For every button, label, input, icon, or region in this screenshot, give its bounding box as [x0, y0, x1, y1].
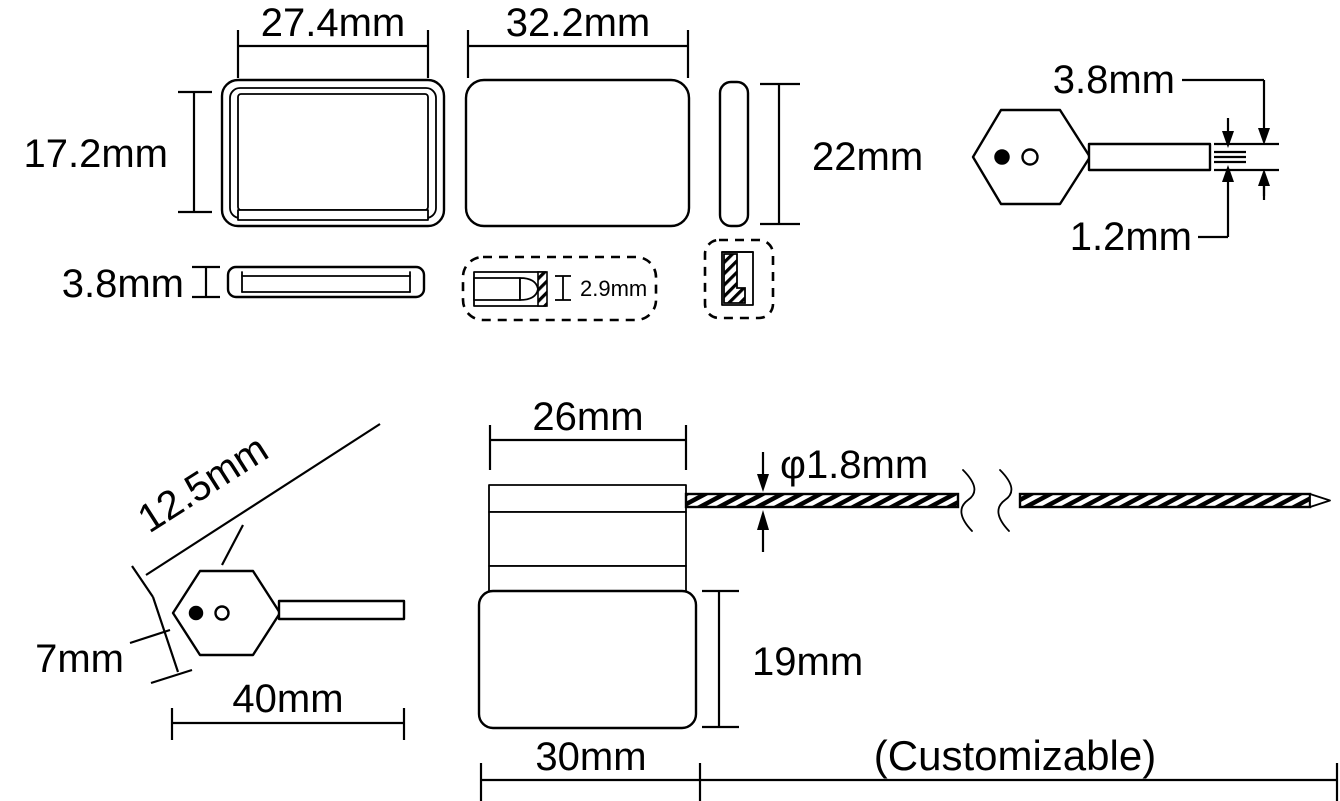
- detail-a-ibar: [555, 275, 571, 301]
- dim-card-back-width: [466, 30, 690, 78]
- key-tag-top-filled-hole: [994, 149, 1010, 165]
- view-card-side-profile: [226, 265, 426, 299]
- label-card-front-height: 17.2mm: [24, 132, 169, 176]
- view-key-tag-bottom: [171, 569, 406, 657]
- dim-key-tag-diagonal: [131, 423, 381, 598]
- dim-body-width-and-cable: [479, 763, 1339, 801]
- key-tag-bottom-filled-hole: [188, 605, 204, 621]
- label-body-height: 19mm: [752, 640, 863, 684]
- dim-strap-width: [1182, 78, 1279, 200]
- label-customizable: (Customizable): [874, 732, 1156, 779]
- cable-segment-right: [1018, 492, 1312, 509]
- view-bottle-seal: [477, 484, 698, 730]
- dim-strap-thickness: [1198, 118, 1246, 239]
- view-key-tag-top: [971, 108, 1212, 206]
- dim-cap-width: [488, 425, 688, 470]
- cable-break-symbol-left: [960, 469, 976, 532]
- dim-key-tag-length: [170, 708, 406, 740]
- dim-cable-diameter: [757, 452, 769, 552]
- cable-segment-left: [684, 492, 960, 509]
- dim-card-thickness: [192, 265, 220, 299]
- dim-body-height: [702, 589, 739, 729]
- label-key-tag-diagonal: 12.5mm: [130, 427, 276, 542]
- key-tag-bottom-open-hole: [214, 605, 230, 621]
- dim-card-front-height: [178, 90, 212, 214]
- label-cable-diameter: φ1.8mm: [780, 443, 928, 487]
- dim-key-tag-edge: [129, 596, 193, 685]
- view-card-back: [464, 78, 691, 228]
- label-strap-thickness: 1.2mm: [1070, 215, 1192, 259]
- label-key-tag-edge: 7mm: [35, 637, 124, 681]
- label-card-back-width: 32.2mm: [506, 1, 651, 45]
- view-card-edge: [718, 80, 750, 228]
- label-card-edge-height: 22mm: [812, 135, 923, 179]
- label-card-front-width: 27.4mm: [261, 1, 406, 45]
- key-tag-top-open-hole: [1021, 148, 1039, 166]
- cable-break-symbol-right: [997, 469, 1013, 532]
- label-card-thickness: 3.8mm: [62, 262, 184, 306]
- dim-card-edge-height: [760, 82, 800, 226]
- label-key-tag-length: 40mm: [232, 677, 343, 721]
- detail-callout-b: [703, 238, 775, 320]
- detail-callout-a: 2.9mm: [461, 255, 658, 322]
- label-body-width: 30mm: [535, 735, 646, 779]
- cable: [684, 469, 1331, 532]
- label-cap-width: 26mm: [532, 395, 643, 439]
- label-detail-a: 2.9mm: [580, 276, 647, 301]
- view-card-front: [220, 78, 446, 228]
- dim-card-front-width: [236, 30, 430, 78]
- label-strap-width: 3.8mm: [1053, 58, 1175, 102]
